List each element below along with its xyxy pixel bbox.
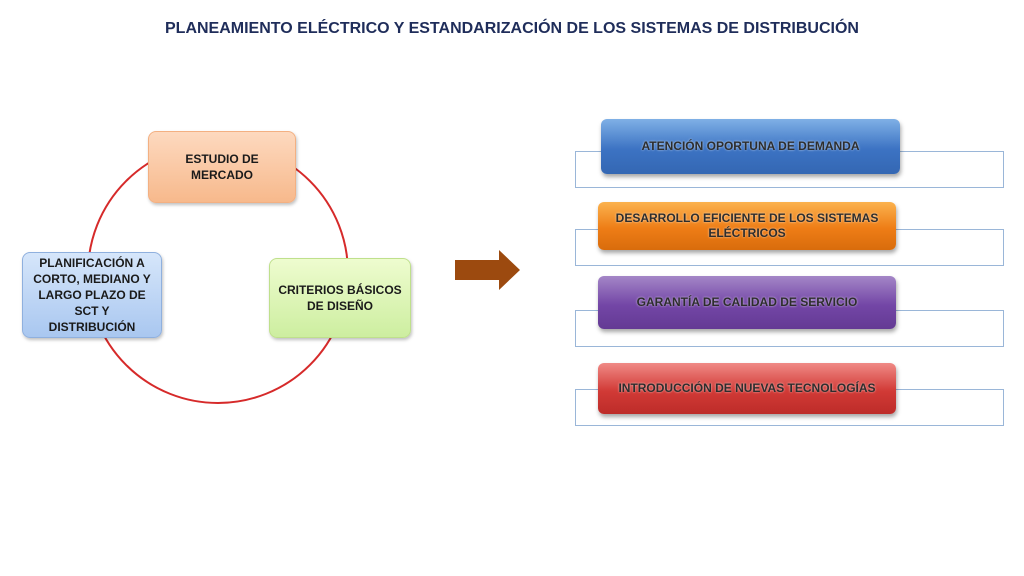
- outcome-label: ATENCIÓN OPORTUNA DE DEMANDA: [641, 139, 860, 153]
- outcome-label: INTRODUCCIÓN DE NUEVAS TECNOLOGÍAS: [618, 381, 876, 395]
- outcome-desarrollo-eficiente: DESARROLLO EFICIENTE DE LOS SISTEMAS ELÉ…: [598, 202, 896, 250]
- outcome-label: GARANTÍA DE CALIDAD DE SERVICIO: [636, 295, 858, 309]
- cycle-node-label: ESTUDIO DE MERCADO: [185, 152, 259, 182]
- outcome-label: DESARROLLO EFICIENTE DE LOS SISTEMAS ELÉ…: [615, 211, 879, 240]
- outcome-nuevas-tecnologias: INTRODUCCIÓN DE NUEVAS TECNOLOGÍAS: [598, 363, 896, 414]
- page-title: PLANEAMIENTO ELÉCTRICO Y ESTANDARIZACIÓN…: [165, 20, 859, 37]
- cycle-node-label: PLANIFICACIÓN A CORTO, MEDIANO Y LARGO P…: [33, 256, 151, 334]
- outcome-atencion-oportuna: ATENCIÓN OPORTUNA DE DEMANDA: [601, 119, 900, 174]
- cycle-node-criterios-basicos: CRITERIOS BÁSICOS DE DISEÑO: [269, 258, 411, 338]
- cycle-node-estudio-de-mercado: ESTUDIO DE MERCADO: [148, 131, 296, 203]
- cycle-node-label: CRITERIOS BÁSICOS DE DISEÑO: [278, 283, 402, 313]
- right-arrow-icon: [455, 250, 520, 290]
- cycle-node-planificacion: PLANIFICACIÓN A CORTO, MEDIANO Y LARGO P…: [22, 252, 162, 338]
- outcome-garantia-calidad: GARANTÍA DE CALIDAD DE SERVICIO: [598, 276, 896, 329]
